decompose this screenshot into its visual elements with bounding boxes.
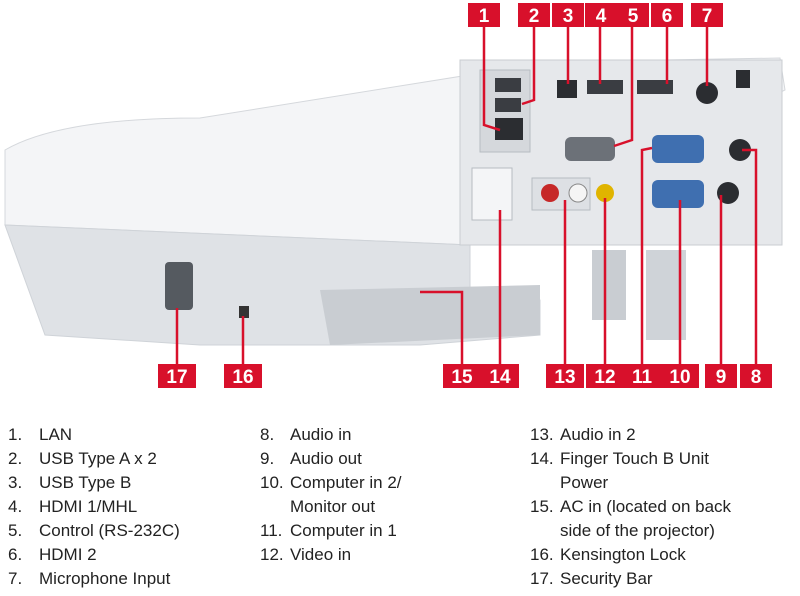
leader-11: [640, 146, 653, 364]
legend-item: 7.Microphone Input: [8, 569, 171, 588]
leader-8: [742, 148, 758, 364]
legend-item: 4.HDMI 1/MHL: [8, 497, 138, 516]
svg-text:4: 4: [596, 6, 607, 27]
computer-in1-port: [652, 135, 704, 163]
legend-item: 9.Audio out: [260, 449, 362, 468]
legend-item: 16.Kensington Lock: [530, 545, 686, 564]
rs232-port: [565, 137, 615, 161]
audio-out-jack: [717, 182, 739, 204]
hdmi2-port: [637, 80, 673, 94]
kensington-slot: [239, 306, 249, 318]
callout-5: 5: [617, 3, 649, 27]
svg-text:12: 12: [594, 367, 615, 388]
touch-unit-cover: [471, 167, 513, 221]
svg-text:14: 14: [489, 367, 511, 388]
legend-item: 8.Audio in: [260, 425, 352, 444]
mic-jack: [696, 82, 718, 104]
audio-in-jack: [729, 139, 751, 161]
callout-3: 3: [552, 3, 584, 27]
callout-8: 8: [740, 364, 772, 388]
leader-1: [482, 24, 501, 132]
usb-a-port-1: [495, 78, 521, 92]
svg-text:13: 13: [554, 367, 575, 388]
svg-text:11: 11: [632, 367, 653, 388]
projector-diagram: 1 2 3 4 5 6 7 8 9 10 11 12 13 14 15 16 1…: [4, 3, 786, 388]
callout-6: 6: [651, 3, 683, 27]
svg-text:1: 1: [479, 6, 490, 27]
callout-10: 10: [661, 364, 699, 388]
callout-4: 4: [585, 3, 617, 27]
svg-text:6: 6: [662, 6, 673, 27]
svg-text:10: 10: [669, 367, 690, 388]
svg-text:5: 5: [628, 6, 639, 27]
callout-17: 17: [158, 364, 196, 388]
legend-item: 3.USB Type B: [8, 473, 132, 492]
audio-in2-white-jack: [568, 183, 588, 203]
audio-in2-red-jack: [541, 184, 559, 202]
svg-text:15: 15: [451, 367, 473, 388]
callout-14: 14: [481, 364, 519, 388]
legend-item: 10.Computer in 2/Monitor out: [260, 473, 402, 516]
legend-item: 12.Video in: [260, 545, 352, 564]
svg-text:17: 17: [166, 367, 187, 388]
computer-in2-port: [652, 180, 704, 208]
callout-15: 15: [443, 364, 481, 388]
legend-item: 2.USB Type A x 2: [8, 449, 157, 468]
leader-15: [420, 290, 464, 364]
svg-text:7: 7: [702, 6, 713, 27]
legend-item: 6.HDMI 2: [8, 545, 97, 564]
security-bar: [165, 262, 193, 310]
svg-text:2: 2: [529, 6, 540, 27]
callout-2: 2: [518, 3, 550, 27]
callout-7: 7: [691, 3, 723, 27]
callout-1: 1: [468, 3, 500, 27]
svg-text:3: 3: [563, 6, 574, 27]
legend-column-1: 1.LAN 2.USB Type A x 2 3.USB Type B 4.HD…: [8, 423, 180, 591]
video-in-jack: [596, 184, 614, 202]
projector-underside: [320, 285, 540, 345]
legend-item: 1.LAN: [8, 425, 73, 444]
svg-text:16: 16: [232, 367, 253, 388]
leader-2: [521, 24, 536, 106]
callout-13: 13: [546, 364, 584, 388]
usb-b-port: [557, 80, 577, 98]
legend-item: 5.Control (RS-232C): [8, 521, 180, 540]
svg-text:9: 9: [716, 367, 727, 388]
usb-a-port-2: [495, 98, 521, 112]
mount-leg-left: [592, 250, 626, 320]
callout-9: 9: [705, 364, 737, 388]
legend-item: 11.Computer in 1: [260, 521, 397, 540]
legend-column-2: 8.Audio in 9.Audio out 10.Computer in 2/…: [260, 423, 402, 567]
svg-text:8: 8: [751, 367, 762, 388]
callout-16: 16: [224, 364, 262, 388]
hdmi1-port: [587, 80, 623, 94]
callout-12: 12: [586, 364, 624, 388]
lan-port: [495, 118, 523, 140]
lock-slot-top: [736, 70, 750, 88]
legend-item: 17.Security Bar: [530, 569, 653, 588]
callout-11: 11: [623, 364, 661, 388]
legend-item: 13.Audio in 2: [530, 425, 636, 444]
leader-5: [613, 24, 634, 148]
